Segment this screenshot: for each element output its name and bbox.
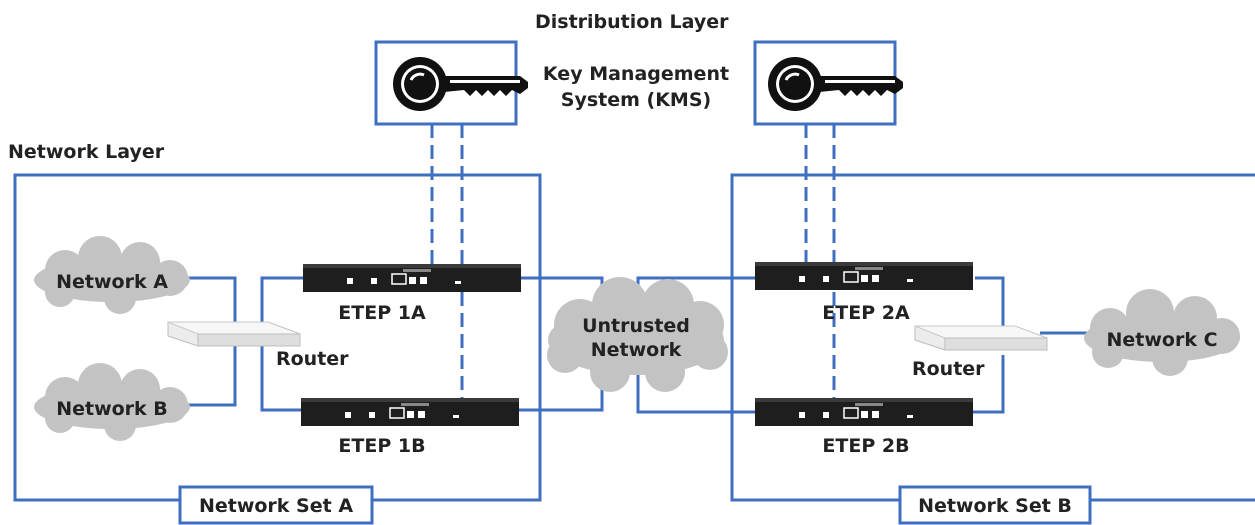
etep-1a-label: ETEP 1A	[338, 302, 426, 324]
link-etep-2b-router	[972, 355, 1005, 414]
link-etep-1b-untrusted	[518, 370, 604, 412]
cloud-network-a	[34, 236, 190, 314]
kms-label-line1: Key Management	[543, 63, 729, 85]
router-right-label: Router	[912, 358, 985, 380]
link-router-etep-1a	[260, 276, 305, 322]
link-untrusted-etep-2b	[636, 370, 755, 414]
link-network-a-router	[185, 276, 237, 332]
router-right	[914, 325, 1048, 351]
link-etep-2a-router	[975, 276, 1005, 342]
etep-1a-device	[302, 263, 522, 293]
etep-1b-device	[300, 397, 520, 427]
network-set-a-label: Network Set A	[199, 495, 353, 517]
cloud-network-b	[34, 363, 190, 441]
network-set-b-box	[898, 485, 1092, 525]
router-left	[167, 321, 301, 347]
network-layer-label: Network Layer	[8, 141, 165, 163]
distribution-layer-label: Distribution Layer	[535, 11, 729, 33]
network-a-label: Network A	[56, 271, 168, 293]
network-set-b-label: Network Set B	[918, 495, 1072, 517]
network-set-b-frame	[730, 173, 1255, 502]
cloud-network-c	[1084, 289, 1240, 376]
etep-2a-label: ETEP 2A	[822, 302, 910, 324]
network-set-a-frame	[13, 173, 542, 502]
etep-2b-label: ETEP 2B	[822, 435, 909, 457]
etep-1b-label: ETEP 1B	[338, 435, 425, 457]
etep-2b-device	[754, 397, 974, 427]
network-set-a-box	[178, 485, 374, 525]
etep-2a-device	[754, 261, 974, 291]
router-left-label: Router	[276, 348, 349, 370]
network-c-label: Network C	[1106, 329, 1217, 351]
cloud-untrusted-network	[547, 277, 728, 392]
untrusted-label-line2: Network	[591, 339, 682, 361]
untrusted-label-line1: Untrusted	[582, 315, 690, 337]
kms-label-line2: System (KMS)	[561, 89, 711, 111]
network-b-label: Network B	[56, 398, 168, 420]
link-router-etep-1b	[260, 340, 305, 412]
link-network-b-router	[185, 345, 237, 407]
